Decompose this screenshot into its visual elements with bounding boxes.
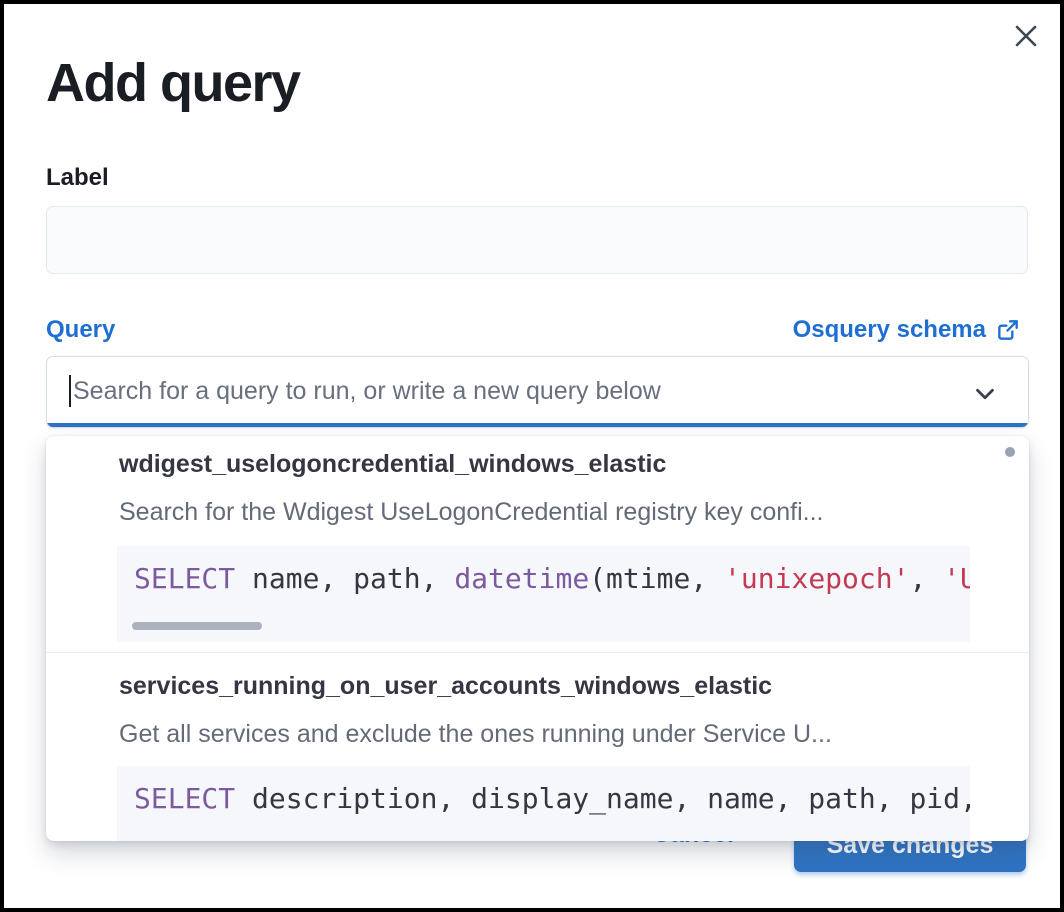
chevron-down-icon[interactable]	[970, 379, 1000, 409]
close-button[interactable]	[1008, 18, 1044, 54]
sql-code: SELECT description, display_name, name, …	[134, 782, 970, 815]
query-suggestions-dropdown: wdigest_uselogoncredential_windows_elast…	[46, 436, 1029, 841]
external-link-icon	[995, 317, 1021, 343]
query-combobox[interactable]: Search for a query to run, or write a ne…	[46, 356, 1029, 428]
query-option-title: services_running_on_user_accounts_window…	[119, 672, 773, 700]
combobox-focus-bar	[47, 423, 1028, 427]
query-option-code-block: SELECT description, display_name, name, …	[117, 766, 970, 841]
horizontal-scrollbar-thumb[interactable]	[132, 622, 262, 630]
dropdown-scrollbar[interactable]	[1005, 447, 1015, 457]
close-icon	[1012, 22, 1040, 50]
query-combobox-placeholder: Search for a query to run, or write a ne…	[73, 376, 661, 405]
text-cursor	[69, 375, 71, 407]
query-option-description: Get all services and exclude the ones ru…	[119, 720, 832, 748]
query-option-services[interactable]: services_running_on_user_accounts_window…	[46, 653, 1029, 841]
osquery-schema-link[interactable]: Osquery schema	[793, 316, 1021, 344]
sql-code: SELECT name, path, datetime(mtime, 'unix…	[134, 562, 970, 595]
label-input[interactable]	[46, 206, 1028, 274]
option-divider	[46, 652, 1029, 653]
label-field-label: Label	[46, 164, 109, 191]
query-option-title: wdigest_uselogoncredential_windows_elast…	[119, 450, 667, 478]
query-option-code-block: SELECT name, path, datetime(mtime, 'unix…	[117, 546, 970, 642]
query-field-label: Query	[46, 316, 116, 343]
osquery-schema-link-label: Osquery schema	[792, 316, 986, 343]
modal-title: Add query	[46, 53, 301, 113]
query-option-description: Search for the Wdigest UseLogonCredentia…	[119, 498, 824, 526]
query-option-wdigest[interactable]: wdigest_uselogoncredential_windows_elast…	[46, 436, 1029, 652]
